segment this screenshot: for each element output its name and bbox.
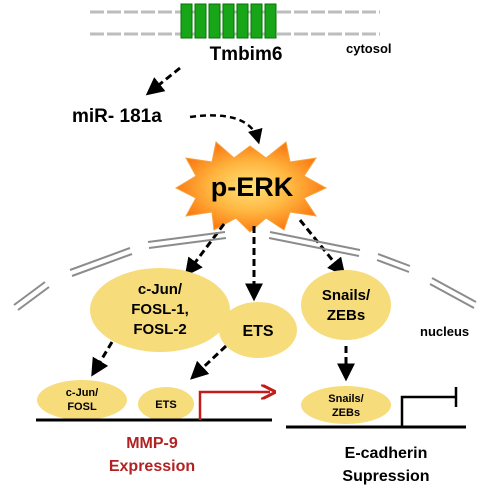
ap1-label-line1: c-Jun/ [138,281,183,298]
arrow-mir181a-to-perk [189,114,263,145]
ecad-label-line2: Supression [342,468,429,485]
arrow-tmbim6-to-mir181a [145,66,181,96]
ets-label: ETS [242,323,273,340]
ap1-label-line2: FOSL-1, [131,301,189,318]
snail-oval [301,270,391,340]
ap1-bound-label-line1: c-Jun/ [66,387,98,399]
ecad-repression-bar [400,395,456,427]
arrow-ap1-to-dna [91,341,114,377]
tmbim6-label: Tmbim6 [210,44,283,65]
ecad-label-line1: E-cadherin [345,445,428,462]
ap1-bound-label-line2: FOSL [67,401,97,413]
ets-oval [219,302,297,358]
snail-label-line1: Snails/ [322,287,371,304]
snail-bound-label-line1: Snails/ [328,393,363,405]
snail-label-line2: ZEBs [327,307,365,324]
arrow-ets-to-dna [190,344,228,380]
plasma-membrane [90,10,380,36]
cytosol-label: cytosol [346,41,392,56]
perk-label: p-ERK [211,172,294,202]
arrow-perk-to-ap1 [184,223,226,277]
ets-bound-oval [138,387,194,421]
nucleus-label: nucleus [420,324,469,339]
mir181a-label: miR- 181a [72,106,162,127]
mmp9-transcription-arrow [198,392,270,420]
ap1-bound-oval [37,380,127,420]
ets-bound-label: ETS [155,399,176,411]
nuclear-envelope [13,231,477,311]
ap1-label-line3: FOSL-2 [133,321,186,338]
ap1-oval [90,268,230,352]
arrow-perk-to-snail [298,219,346,277]
perk-burst [174,141,328,233]
mmp9-label-line1: MMP-9 [126,435,178,452]
snail-bound-label-line2: ZEBs [332,407,360,419]
tmbim6-protein [180,3,277,39]
snail-bound-oval [301,386,391,424]
mmp9-label-line2: Expression [109,458,195,475]
